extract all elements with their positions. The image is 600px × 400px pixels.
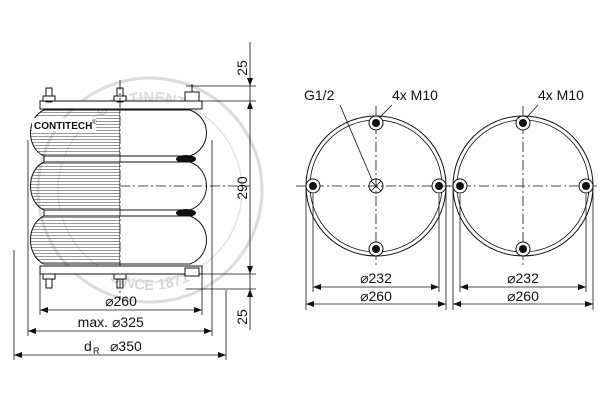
top-view-left: G1/2 4x M10 ⌀232 ⌀260 [296, 87, 456, 310]
dim-max325: ⌀325 [112, 314, 144, 330]
bolt-label-left: 4x M10 [392, 87, 438, 103]
dim-height-main: 290 [234, 176, 250, 200]
diameter-dimensions: ⌀260 max. ⌀325 d R ⌀350 [13, 140, 227, 360]
dim-dR-sub: R [93, 346, 100, 356]
dim-d350: ⌀350 [110, 338, 142, 354]
bolt-label-right: 4x M10 [538, 87, 584, 103]
bolt-hole-icon [305, 115, 447, 257]
dim-d232-left: ⌀232 [360, 270, 392, 286]
stud-top-left-icon [45, 87, 53, 103]
contitech-logo: CONTITECH ® [32, 118, 97, 132]
top-plate [39, 84, 203, 110]
dim-max-prefix: max. [78, 314, 108, 330]
dim-dR-prefix: d [84, 338, 92, 354]
air-port-g12-icon [368, 178, 384, 194]
top-view-right: 4x M10 ⌀232 ⌀260 [443, 87, 600, 310]
bolt-hole-icon [452, 115, 594, 257]
dim-d260-left: ⌀260 [360, 288, 392, 304]
dim-d260-side: ⌀260 [105, 293, 137, 309]
dim-d232-right: ⌀232 [507, 270, 539, 286]
bottom-plate [39, 265, 203, 289]
dim-height-bottom: 25 [234, 309, 250, 325]
bellows [30, 80, 250, 300]
dim-d260-right: ⌀260 [507, 288, 539, 304]
logo-reg-mark: ® [92, 119, 97, 126]
air-fitting-icon [184, 91, 200, 102]
logo-text: CONTITECH [34, 121, 92, 132]
height-dimensions: 25 290 25 [186, 42, 256, 330]
dim-height-top: 25 [234, 60, 250, 76]
thread-label: G1/2 [304, 87, 335, 103]
